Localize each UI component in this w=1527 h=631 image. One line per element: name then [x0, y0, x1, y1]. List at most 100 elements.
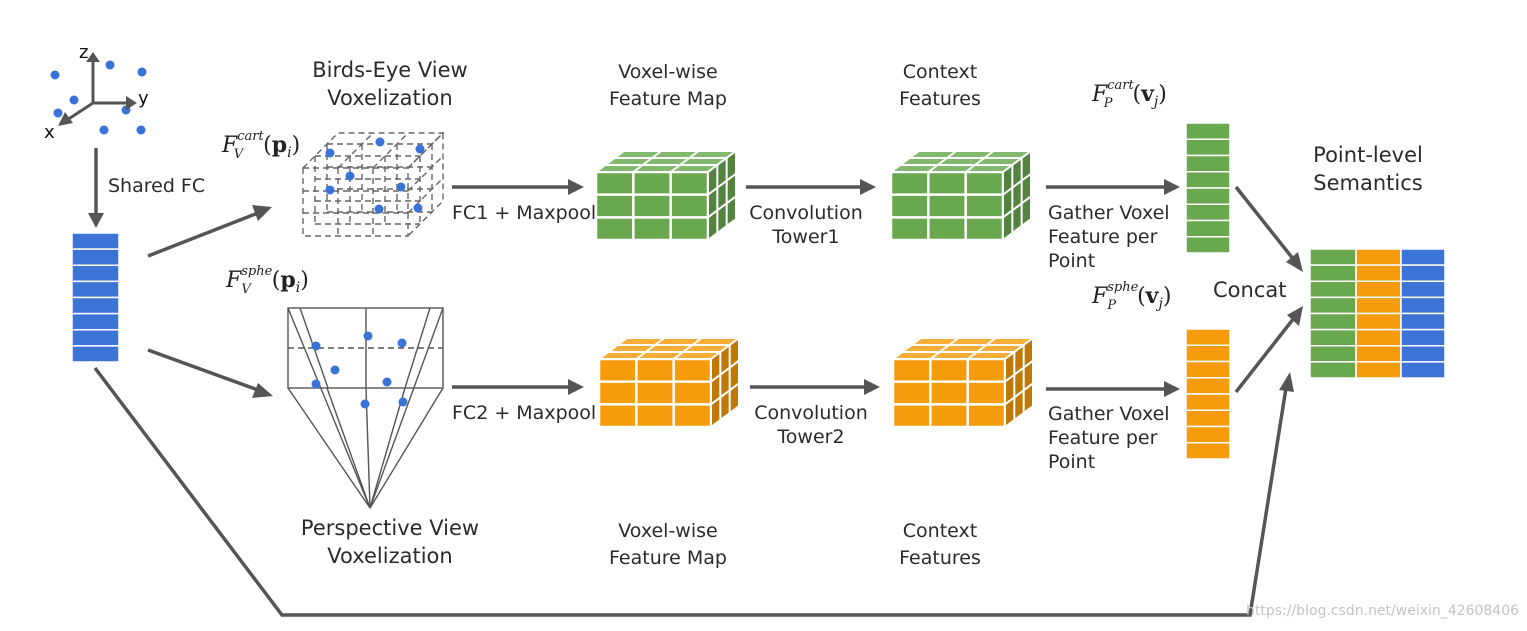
cube-front-face	[891, 357, 1007, 429]
bar-cell	[1185, 236, 1231, 254]
gathered-feature-bar-pv	[1185, 328, 1231, 460]
bar-cell	[1400, 280, 1446, 299]
bar-cell	[1185, 344, 1231, 363]
bar-cell	[1309, 361, 1357, 379]
point-level-line1: Point-level	[1313, 143, 1423, 167]
gather-top-line3: Point	[1048, 250, 1095, 272]
bev-points	[325, 137, 425, 214]
bev-title-line2: Voxelization	[327, 86, 452, 110]
conv1-line1: Convolution	[749, 202, 863, 224]
bar-cell	[1400, 312, 1446, 331]
cube-grid-line	[967, 337, 997, 360]
bar-cell	[71, 329, 120, 347]
conv2-line2: Tower2	[776, 426, 844, 448]
point-level-line2: Semantics	[1313, 171, 1422, 195]
voxel-feature-cube-pv	[596, 336, 742, 429]
bar-cell	[1309, 296, 1357, 315]
cube-grid-line	[635, 337, 665, 360]
bar-cell	[1355, 361, 1402, 379]
cube-grid-line	[670, 150, 700, 173]
cube-grid-line	[1002, 195, 1032, 219]
bar-cell	[1185, 138, 1231, 157]
cube-grid-line	[927, 150, 957, 173]
bar-cell	[1400, 248, 1446, 266]
cube-grid-line	[1004, 382, 1034, 406]
xyz-axes-icon: z y x	[44, 42, 149, 143]
voxel-feature-bottom-line2: Feature Map	[609, 547, 727, 569]
bar-cell	[1400, 264, 1446, 282]
conv2-line1: Convolution	[754, 402, 868, 424]
bar-cell	[71, 264, 120, 283]
bar-cell	[1400, 328, 1446, 347]
gather-bottom-line3: Point	[1048, 451, 1095, 473]
cube-grid-line	[632, 150, 662, 173]
context-top-line1: Context	[903, 61, 977, 83]
gather-top-line2: Feature per	[1048, 226, 1158, 248]
bar-cell	[1185, 154, 1231, 173]
cube-grid-line	[1002, 172, 1032, 196]
bev-title-line1: Birds-Eye View	[312, 58, 467, 82]
pv-points	[311, 331, 408, 409]
bar-cell	[1309, 345, 1357, 363]
bar-cell	[1355, 312, 1402, 331]
bar-cell	[71, 248, 120, 266]
gather-bottom-line2: Feature per	[1048, 427, 1158, 449]
bar-cell	[1355, 345, 1402, 363]
gather-top-line1: Gather Voxel	[1048, 202, 1170, 224]
context-bottom-line1: Context	[903, 520, 977, 542]
bar-cell	[1185, 328, 1231, 346]
bar-cell	[1355, 264, 1402, 282]
bar-cell	[1309, 312, 1357, 331]
bar-cell	[1185, 377, 1231, 395]
cube-grid-line	[707, 195, 737, 219]
bar-cell	[1400, 361, 1446, 379]
cube-grid-line	[1004, 359, 1034, 383]
cube-grid-line	[965, 150, 995, 173]
context-feature-cube-bev	[888, 149, 1034, 242]
pv-title-line1: Perspective View	[301, 516, 479, 540]
bar-cell	[1400, 345, 1446, 363]
bar-cell	[1309, 248, 1357, 266]
conv1-line2: Tower1	[771, 226, 839, 248]
cube-grid-line	[710, 382, 740, 406]
bar-cell	[1185, 171, 1231, 189]
bar-cell	[1185, 442, 1231, 460]
fc1-label: FC1 + Maxpool	[452, 202, 596, 224]
pv-frustum	[287, 307, 444, 509]
input-point-cloud	[50, 60, 147, 135]
cube-front-face	[594, 170, 710, 242]
bar-cell	[1355, 328, 1402, 347]
bar-cell	[1185, 122, 1231, 140]
bar-cell	[1185, 360, 1231, 379]
context-bottom-line2: Features	[899, 547, 981, 569]
voxel-feature-top-line1: Voxel-wise	[618, 61, 717, 83]
cube-grid-line	[710, 359, 740, 383]
bar-cell	[71, 280, 120, 299]
bar-cell	[1309, 328, 1357, 347]
context-feature-cube-pv	[890, 336, 1036, 429]
gather-bottom-line1: Gather Voxel	[1048, 403, 1170, 425]
voxel-feature-cube-bev	[593, 149, 739, 242]
bar-cell	[71, 312, 120, 331]
bar-cell	[1185, 393, 1231, 411]
concat-label: Concat	[1213, 278, 1286, 302]
shared-fc-label: Shared FC	[108, 175, 205, 197]
pv-title-line2: Voxelization	[327, 544, 452, 568]
axis-x-label: x	[44, 122, 55, 143]
bar-cell	[1400, 296, 1446, 315]
gathered-feature-bar-bev	[1185, 122, 1231, 254]
bar-cell	[71, 296, 120, 315]
bar-cell	[71, 345, 120, 363]
cube-grid-line	[673, 337, 703, 360]
bar-cell	[71, 232, 120, 250]
bar-cell	[1309, 280, 1357, 299]
bar-cell	[1185, 219, 1231, 238]
